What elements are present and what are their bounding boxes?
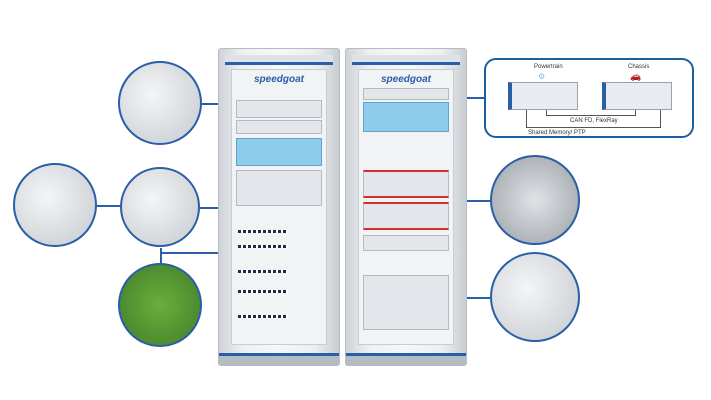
power-supply-detail — [118, 61, 202, 145]
fault-insertion-unit — [363, 170, 449, 198]
io-module — [236, 170, 322, 206]
terminal-block-detail — [13, 163, 97, 247]
connector-panel — [363, 275, 449, 330]
connector-line — [96, 205, 120, 207]
connector-detail — [120, 167, 200, 247]
connector-line — [160, 252, 220, 254]
engine-icon: ⚙ — [538, 72, 546, 81]
terminal-row — [238, 245, 288, 248]
rack-right: speedgoat — [345, 48, 467, 366]
can-link-label: CAN FD, FlexRay — [570, 118, 618, 124]
power-unit — [236, 100, 322, 118]
connector-line — [160, 248, 162, 264]
target-computer — [363, 102, 449, 132]
terminal-row — [238, 315, 288, 318]
can-link-line — [546, 110, 636, 116]
shared-memory-label: Shared Memory/ PTP — [528, 130, 586, 136]
power-unit — [236, 120, 322, 134]
io-board-detail — [118, 263, 202, 347]
terminal-row — [238, 290, 288, 293]
car-icon: 🚗 — [630, 71, 642, 81]
target-computer — [236, 138, 322, 166]
speedgoat-logo: speedgoat — [253, 74, 304, 85]
terminal-row — [238, 230, 288, 233]
speedgoat-logo: speedgoat — [380, 74, 431, 85]
fault-insertion-detail — [490, 155, 580, 245]
rack-left: speedgoat — [218, 48, 340, 366]
connector-line — [465, 200, 490, 202]
display-unit — [363, 235, 449, 251]
chassis-computer — [602, 82, 672, 110]
node-label-powertrain: Powertrain — [534, 64, 563, 70]
connector-line — [200, 103, 220, 105]
connector-line — [200, 207, 220, 209]
terminal-row — [238, 270, 288, 273]
shared-memory-line — [526, 110, 661, 128]
connector-line — [465, 297, 490, 299]
connector-panel-detail — [490, 252, 580, 342]
powertrain-computer — [508, 82, 578, 110]
node-label-chassis: Chassis — [628, 64, 650, 70]
fault-insertion-unit — [363, 202, 449, 230]
connector-line — [465, 97, 485, 99]
control-panel — [363, 88, 449, 100]
network-diagram: Powertrain ⚙ Chassis 🚗 CAN FD, FlexRay S… — [484, 58, 694, 138]
